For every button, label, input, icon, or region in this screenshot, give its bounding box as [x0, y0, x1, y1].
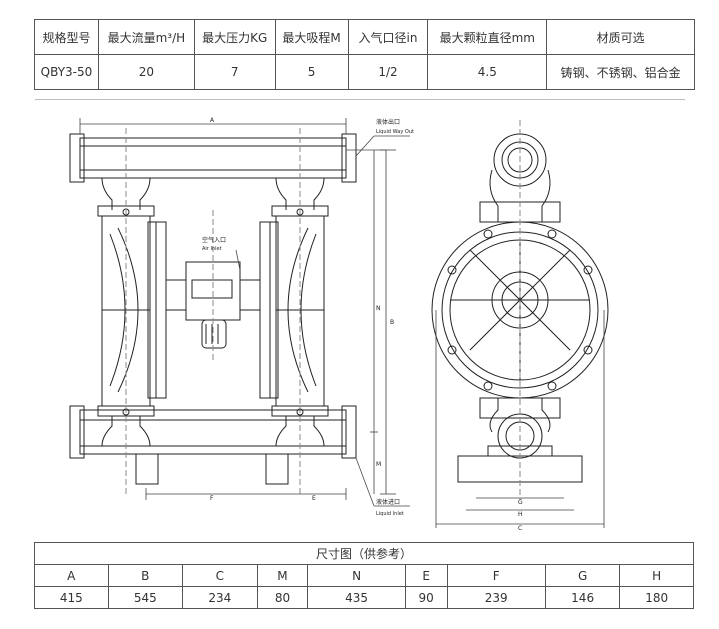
dim-label-h: H	[518, 511, 523, 518]
spec-value-model: QBY3-50	[34, 54, 99, 90]
dim-value-f: 239	[446, 586, 546, 609]
outlet-label-cn: 液体出口	[376, 118, 400, 126]
spec-value-suction: 5	[274, 54, 349, 90]
dimension-header-row: A B C M N E F G H	[34, 564, 694, 587]
spec-value-air-inlet: 1/2	[347, 54, 429, 90]
side-view	[431, 120, 609, 500]
dim-header-b: B	[107, 564, 184, 587]
dim-header-n: N	[307, 564, 406, 587]
spec-header-row: 规格型号 最大流量m³/H 最大压力KG 最大吸程M 入气口径in 最大颗粒直径…	[34, 19, 695, 55]
dim-value-n: 435	[307, 586, 406, 609]
separator-line	[35, 99, 685, 100]
dim-value-b: 545	[107, 586, 184, 609]
spec-value-particle: 4.5	[427, 54, 548, 90]
dim-label-n: N	[376, 305, 381, 312]
bottom-manifold	[79, 409, 347, 455]
dim-header-c: C	[182, 564, 258, 587]
dim-label-e: E	[312, 495, 316, 502]
dim-value-c: 234	[182, 586, 258, 609]
dim-label-b: B	[390, 319, 394, 326]
spec-header-model: 规格型号	[34, 19, 99, 55]
inlet-label-cn: 液体进口	[376, 498, 400, 506]
dim-value-m: 80	[256, 586, 309, 609]
dim-header-h: H	[619, 564, 694, 587]
dim-label-a: A	[210, 117, 215, 124]
dim-value-e: 90	[404, 586, 448, 609]
outlet-label-en: Liquid Way Out	[376, 129, 414, 135]
spec-value-material: 铸钢、不锈钢、铝合金	[546, 54, 695, 90]
spec-header-flow: 最大流量m³/H	[97, 19, 195, 55]
spec-header-material: 材质可选	[546, 19, 695, 55]
dim-value-h: 180	[619, 586, 694, 609]
dim-value-a: 415	[34, 586, 109, 609]
dim-header-f: F	[446, 564, 546, 587]
dimension-table: 尺寸图（供参考） A B C M N E F G H 415 545 234 8…	[34, 542, 694, 609]
side-base	[457, 455, 583, 483]
dimension-value-row: 415 545 234 80 435 90 239 146 180	[34, 586, 694, 609]
dim-header-a: A	[34, 564, 109, 587]
top-manifold	[79, 137, 347, 179]
left-foot	[135, 453, 159, 485]
dimension-caption-row: 尺寸图（供参考）	[34, 542, 694, 565]
dim-header-g: G	[544, 564, 621, 587]
muffler	[201, 319, 227, 349]
dim-label-c: C	[518, 525, 522, 530]
dimension-caption: 尺寸图（供参考）	[34, 542, 694, 565]
spec-value-row: QBY3-50 20 7 5 1/2 4.5 铸钢、不锈钢、铝合金	[34, 54, 695, 90]
dim-label-g: G	[518, 499, 523, 506]
dim-label-f: F	[210, 495, 214, 502]
dim-value-g: 146	[544, 586, 621, 609]
spec-header-particle: 最大颗粒直径mm	[427, 19, 548, 55]
spec-value-pressure: 7	[193, 54, 276, 90]
spec-header-suction: 最大吸程M	[274, 19, 349, 55]
dim-header-e: E	[404, 564, 448, 587]
right-foot	[265, 453, 289, 485]
dimension-lines	[79, 118, 605, 528]
spec-value-flow: 20	[97, 54, 195, 90]
inlet-label-en: Liquid Inlet	[376, 511, 404, 517]
pump-drawing: A B N M F E G H C 液体出口 Liquid Way Out 空气…	[69, 117, 609, 530]
dim-header-m: M	[256, 564, 309, 587]
spec-table: 规格型号 最大流量m³/H 最大压力KG 最大吸程M 入气口径in 最大颗粒直径…	[34, 19, 695, 90]
air-label-en: Air Inlet	[202, 246, 222, 252]
spec-header-pressure: 最大压力KG	[193, 19, 276, 55]
spec-header-air-inlet: 入气口径in	[347, 19, 429, 55]
front-view	[69, 128, 357, 494]
dim-label-m: M	[376, 461, 381, 468]
air-label-cn: 空气入口	[202, 236, 226, 244]
